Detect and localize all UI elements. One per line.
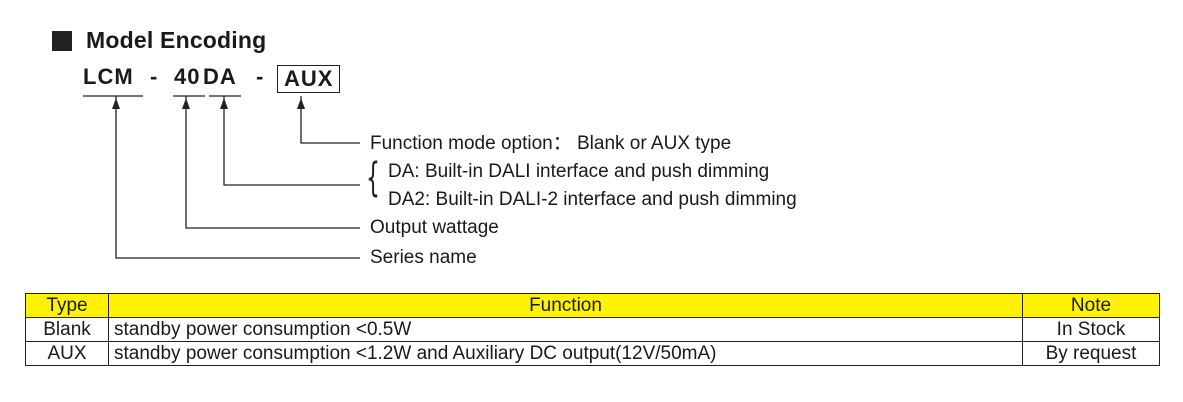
- section-title: Model Encoding: [86, 27, 267, 53]
- header-function: Function: [108, 293, 1023, 318]
- callout-function-mode: Function mode option： Blank or AUX type: [370, 133, 732, 154]
- series-arrow-icon: [112, 98, 120, 109]
- cell-note: By request: [1022, 341, 1160, 366]
- model-option-box: AUX: [277, 65, 341, 93]
- section-header: Model Encoding: [52, 27, 266, 54]
- function-table: Type Function Note Blank standby power c…: [25, 293, 1160, 366]
- dimming-arrow-icon: [220, 98, 228, 109]
- callout-output-wattage: Output wattage: [370, 217, 499, 238]
- cell-function: standby power consumption <1.2W and Auxi…: [108, 341, 1023, 366]
- model-separator-1: -: [150, 64, 159, 89]
- function-mode-connector: [300, 96, 360, 144]
- function-mode-arrow-icon: [297, 98, 305, 109]
- encoding-connector-lines: [83, 95, 360, 259]
- table-row: Blank standby power consumption <0.5W In…: [25, 317, 1160, 342]
- model-separator-2: -: [256, 64, 265, 89]
- wattage-arrow-icon: [182, 98, 190, 109]
- header-note: Note: [1022, 293, 1160, 318]
- table-header-row: Type Function Note: [25, 293, 1160, 318]
- table-row: AUX standby power consumption <1.2W and …: [25, 341, 1160, 366]
- callout-da2: DA2: Built-in DALI-2 interface and push …: [388, 189, 797, 210]
- cell-type: AUX: [25, 341, 109, 366]
- callout-series-name: Series name: [370, 247, 477, 268]
- cell-function: standby power consumption <0.5W: [108, 317, 1023, 342]
- cell-type: Blank: [25, 317, 109, 342]
- dimming-connector: [223, 96, 360, 186]
- model-wattage: 40: [174, 64, 201, 89]
- callout-da: DA: Built-in DALI interface and push dim…: [388, 161, 770, 182]
- cell-note: In Stock: [1022, 317, 1160, 342]
- model-dimming: DA: [203, 64, 237, 89]
- model-series: LCM: [83, 64, 134, 89]
- header-type: Type: [25, 293, 109, 318]
- left-brace-icon: {: [366, 155, 380, 201]
- square-bullet-icon: [52, 30, 72, 51]
- wattage-connector: [185, 96, 360, 229]
- series-connector: [115, 96, 360, 259]
